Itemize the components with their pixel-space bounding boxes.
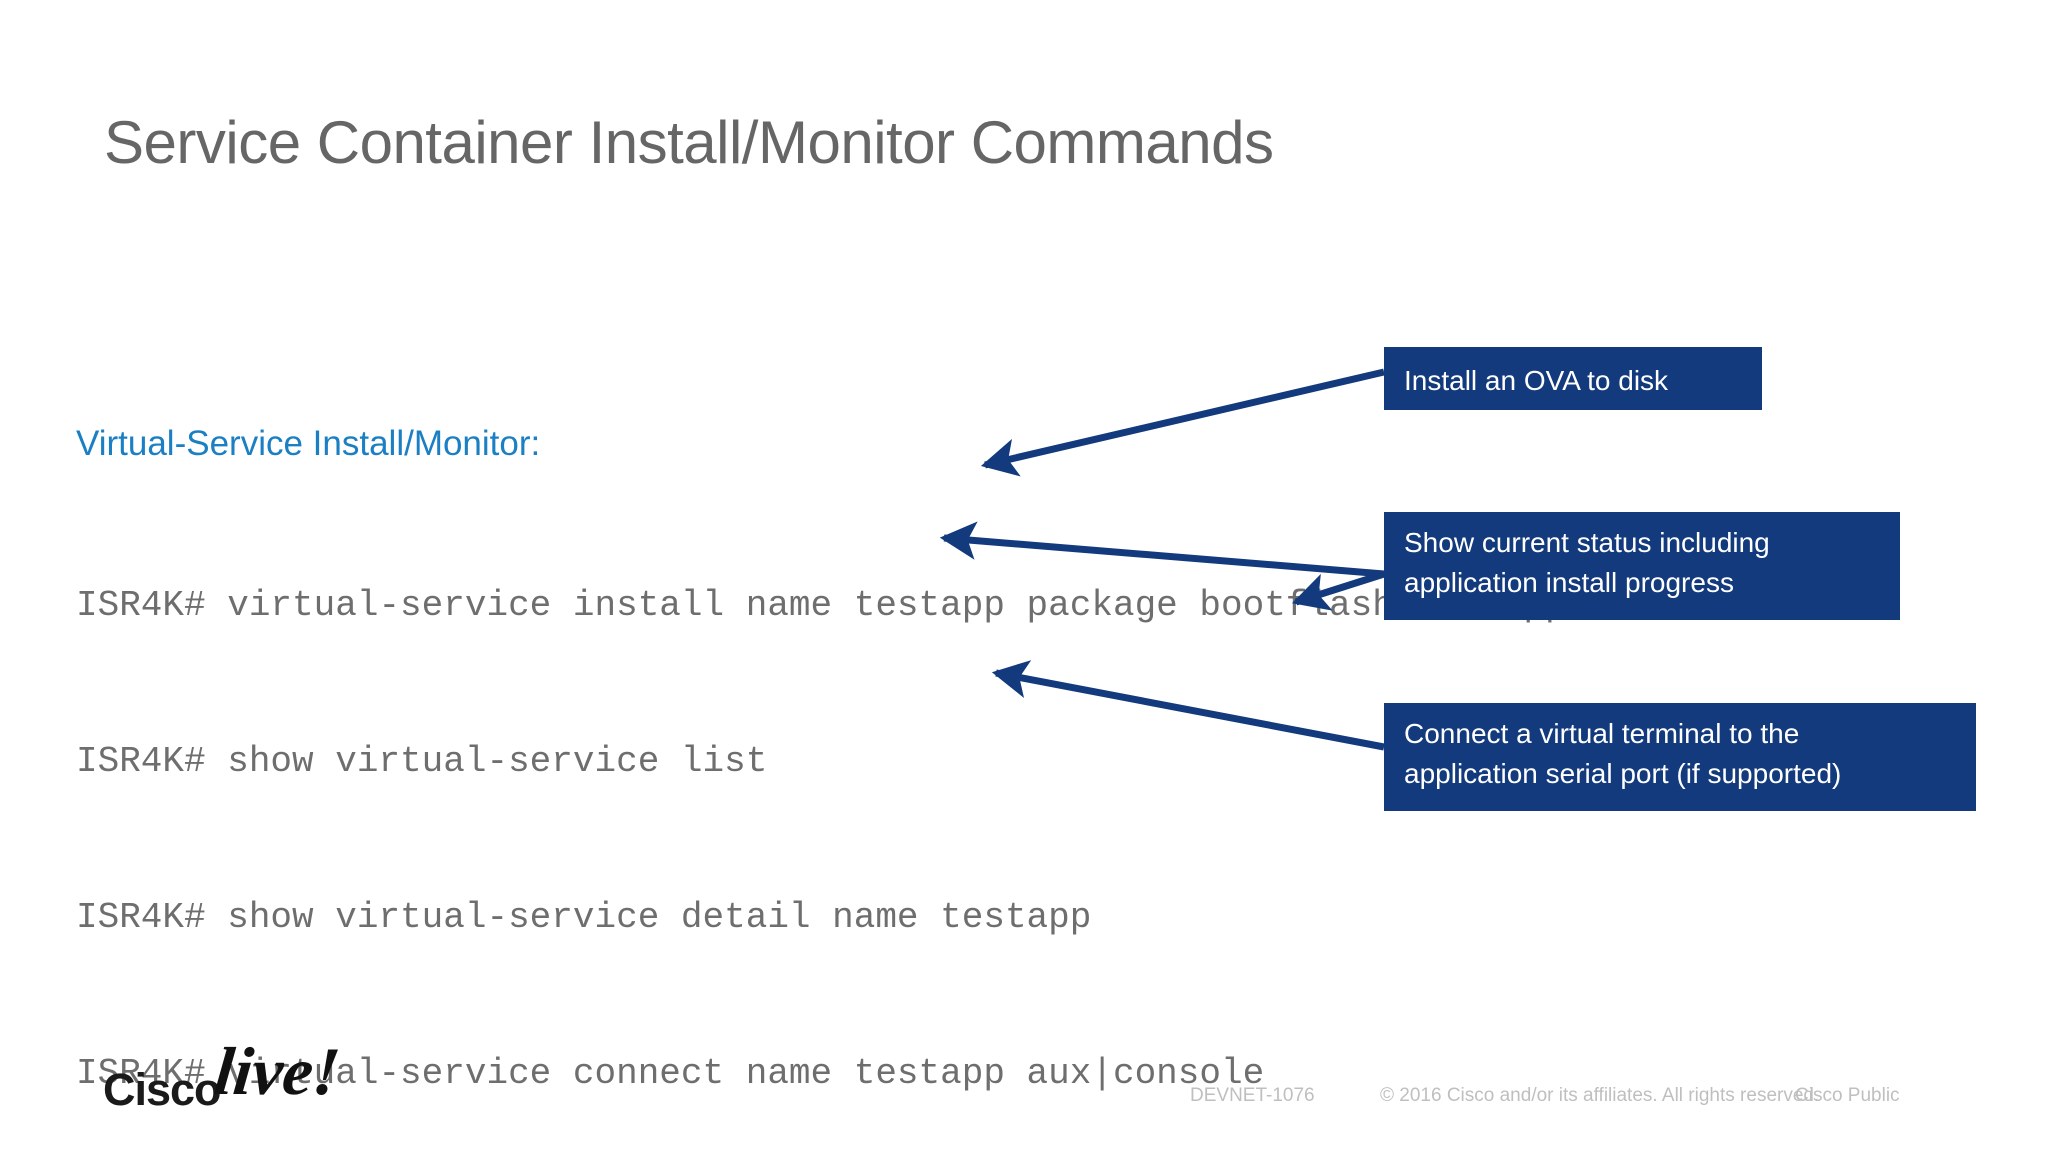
cli-line-connect: ISR4K# virtual-service connect name test… — [76, 1053, 1265, 1094]
callout-connect-terminal: Connect a virtual terminal to the applic… — [1384, 703, 1976, 811]
footer-classification: Cisco Public — [1795, 1085, 1900, 1106]
callout-status-line-2: application install progress — [1404, 567, 1734, 598]
page-title: Service Container Install/Monitor Comman… — [104, 109, 1274, 176]
section-heading: Virtual-Service Install/Monitor: — [76, 424, 541, 463]
callout-connect-line-2: application serial port (if supported) — [1404, 758, 1842, 789]
arrow-install-to-line1 — [980, 368, 1385, 477]
callout-install-line-1: Install an OVA to disk — [1404, 365, 1669, 396]
cisco-live-logo: Cisco live! — [103, 1030, 363, 1116]
callout-status-line-1: Show current status including — [1404, 527, 1770, 558]
footer-copyright: © 2016 Cisco and/or its affiliates. All … — [1380, 1085, 1820, 1106]
cli-line-detail: ISR4K# show virtual-service detail name … — [76, 897, 1092, 938]
cli-line-list: ISR4K# show virtual-service list — [76, 741, 768, 782]
callout-connect-line-1: Connect a virtual terminal to the — [1404, 718, 1800, 749]
logo-live-wordmark: live! — [211, 1033, 344, 1109]
callout-show-status: Show current status including applicatio… — [1384, 512, 1900, 620]
footer-session-id: DEVNET-1076 — [1190, 1085, 1315, 1106]
cli-command-block: ISR4K# virtual-service install name test… — [76, 476, 1653, 1152]
logo-cisco-wordmark: Cisco — [103, 1064, 222, 1115]
footer-meta: DEVNET-1076 © 2016 Cisco and/or its affi… — [1190, 1085, 1950, 1115]
callout-install-an-ova: Install an OVA to disk — [1384, 347, 1762, 410]
